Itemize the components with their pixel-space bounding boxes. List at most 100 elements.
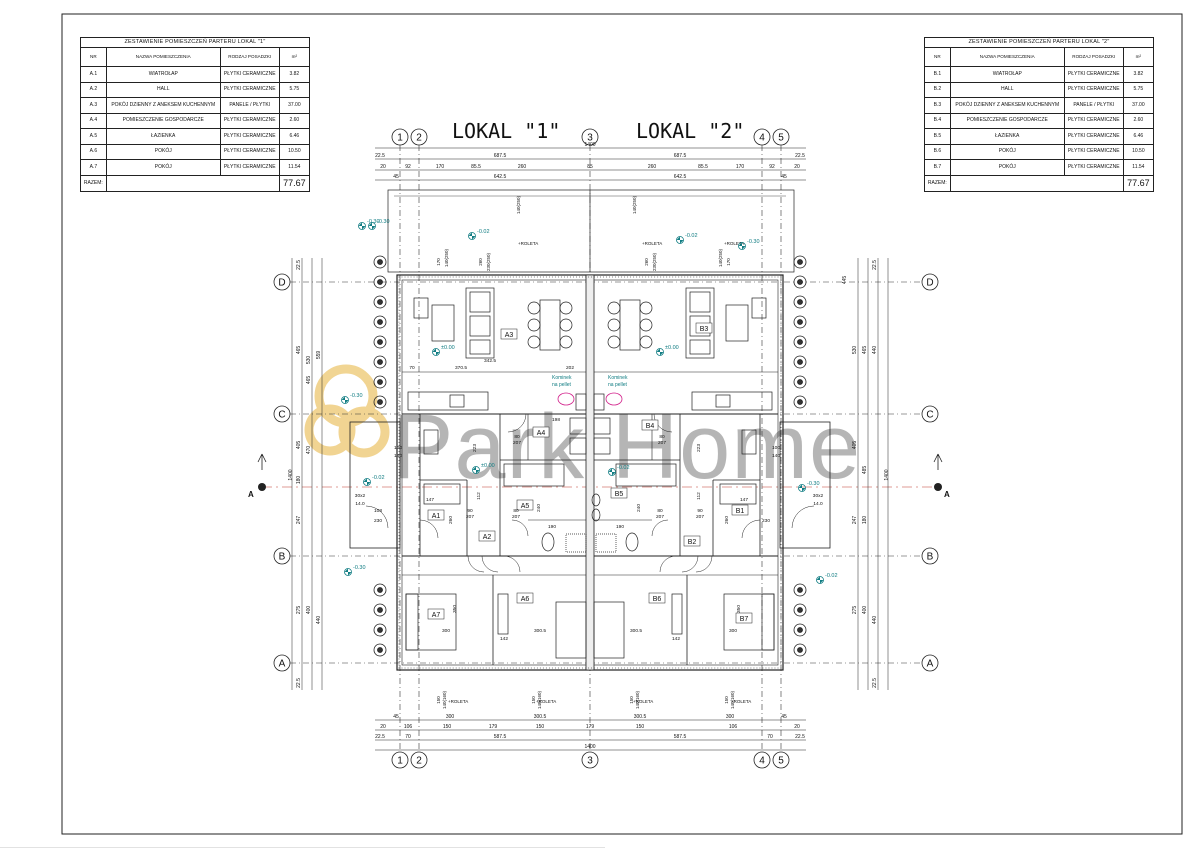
level-label: ±0.00 bbox=[441, 345, 455, 351]
table-cell: 37.00 bbox=[278, 97, 311, 114]
dimension-label: 190 bbox=[548, 524, 556, 530]
dimension-label: 150 bbox=[531, 696, 536, 704]
plant-icon bbox=[373, 315, 387, 329]
table-cell: PŁYTKI CERAMICZNE bbox=[1063, 112, 1124, 129]
dimension-label: 230 bbox=[762, 518, 770, 524]
table-cell: B.2 bbox=[924, 81, 951, 98]
room-label: B4 bbox=[646, 423, 655, 430]
room-tag bbox=[731, 504, 749, 516]
room-tag bbox=[516, 499, 534, 511]
plant-icon bbox=[793, 643, 807, 657]
lokal-1-title: LOKAL "1" bbox=[452, 119, 560, 143]
plant-icon bbox=[377, 587, 383, 593]
axis-bubble bbox=[753, 751, 771, 769]
plant-icon bbox=[797, 647, 803, 653]
dimension-label: 70 bbox=[409, 365, 415, 371]
dimension-label: 440 bbox=[872, 616, 878, 625]
level-label: -0.02 bbox=[372, 475, 385, 481]
table-cell: WIATROŁAP bbox=[105, 66, 221, 83]
dimension-label: 230 bbox=[374, 518, 382, 524]
table-cell: B.7 bbox=[924, 159, 951, 176]
dimension-label: 45 bbox=[393, 174, 399, 180]
room-schedule-lokal-2: ZESTAWIENIE POMIESZCZEŃ PARTERU LOKAL "2… bbox=[924, 37, 1155, 192]
dimension-label: 687.5 bbox=[494, 153, 507, 159]
dimension-label: 400 bbox=[306, 606, 312, 615]
wall-hatch bbox=[398, 276, 782, 669]
washbasin-icon bbox=[423, 429, 439, 455]
table-cell: 11.54 bbox=[278, 159, 311, 176]
dimension-label: 140(250) bbox=[632, 195, 637, 214]
table-header: RODZAJ POSADZKI bbox=[1063, 47, 1124, 67]
axis-bubble bbox=[410, 128, 428, 146]
axis-bubble bbox=[273, 273, 291, 291]
dimension-label: 300.5 bbox=[630, 628, 642, 634]
plant-icon bbox=[793, 623, 807, 637]
dimension-label: 170 bbox=[736, 164, 745, 170]
bed-icon bbox=[555, 601, 587, 659]
table-cell: POMIESZCZENIE GOSPODARCZE bbox=[949, 112, 1065, 129]
dimension-label: 147 bbox=[740, 497, 748, 503]
building-walls bbox=[349, 189, 831, 671]
section-arrow-icon bbox=[933, 453, 943, 470]
dimension-label: +ROLETA bbox=[724, 241, 744, 246]
table-cell: 37.00 bbox=[1122, 97, 1155, 114]
table-cell: 3.82 bbox=[1122, 66, 1155, 83]
room-label: B3 bbox=[700, 326, 709, 333]
dimension-label: 92 bbox=[405, 164, 411, 170]
plant-icon bbox=[793, 255, 807, 269]
dimension-label: 140(250) bbox=[516, 195, 521, 214]
dimension-label: 342.5 bbox=[484, 358, 496, 364]
dimension-label: 470 bbox=[306, 446, 312, 455]
axis-bubble bbox=[772, 128, 790, 146]
dimension-label: 142 bbox=[500, 636, 508, 642]
level-label: -0.30 bbox=[350, 393, 363, 399]
table-cell: PŁYTKI CERAMICZNE bbox=[1063, 66, 1124, 83]
dimension-label: 207 bbox=[512, 514, 520, 520]
door-swings bbox=[365, 413, 815, 573]
room-tag bbox=[478, 530, 496, 542]
room-label: B5 bbox=[615, 491, 624, 498]
plant-icon bbox=[797, 379, 803, 385]
table-cell: 5.75 bbox=[278, 81, 311, 98]
level-label: -0.02 bbox=[825, 573, 838, 579]
dimension-label: 230(250) bbox=[652, 252, 657, 271]
section-marker-icon bbox=[934, 483, 942, 491]
dimension-label: 108 bbox=[374, 508, 382, 514]
table-cell: 6.46 bbox=[278, 128, 311, 145]
dimension-label: 80 bbox=[514, 434, 520, 440]
dimension-label: +ROLETA bbox=[731, 699, 751, 704]
plant-icon bbox=[377, 299, 383, 305]
level-label: -0.30 bbox=[747, 239, 760, 245]
dimension-label: 530 bbox=[852, 346, 858, 355]
level-label: -0.30 bbox=[367, 219, 380, 225]
dimension-label: 1400 bbox=[584, 744, 595, 750]
dimension-label: 20 bbox=[380, 164, 386, 170]
table-cell: ŁAZIENKA bbox=[949, 128, 1065, 145]
axis-bubble bbox=[753, 128, 771, 146]
table-cell: B.4 bbox=[924, 112, 951, 129]
table-cell: PANELE / PŁYTKI bbox=[1063, 97, 1124, 114]
dimension-label: 106 bbox=[729, 724, 738, 730]
dimension-label: 240 bbox=[636, 504, 642, 512]
dimension-label: 240 bbox=[536, 504, 542, 512]
axis-bubble bbox=[273, 405, 291, 423]
section-label-right: A bbox=[944, 490, 950, 499]
level-marker-icon bbox=[608, 468, 616, 476]
plant-icon bbox=[373, 395, 387, 409]
axis-bubble bbox=[391, 128, 409, 146]
table-cell: PANELE / PŁYTKI bbox=[219, 97, 280, 114]
dimension-label: 350 bbox=[452, 605, 458, 613]
dimension-label: 150 bbox=[436, 696, 441, 704]
dimension-label: 170 bbox=[436, 258, 441, 266]
dimension-label: 440 bbox=[872, 346, 878, 355]
section-label-left: A bbox=[248, 490, 254, 499]
dimension-label: 485 bbox=[862, 466, 868, 475]
total-label: RAZEM: bbox=[80, 174, 107, 192]
dimension-label: 22.5 bbox=[375, 153, 385, 159]
table-cell: A.3 bbox=[80, 97, 107, 114]
table-cell: 11.54 bbox=[1122, 159, 1155, 176]
